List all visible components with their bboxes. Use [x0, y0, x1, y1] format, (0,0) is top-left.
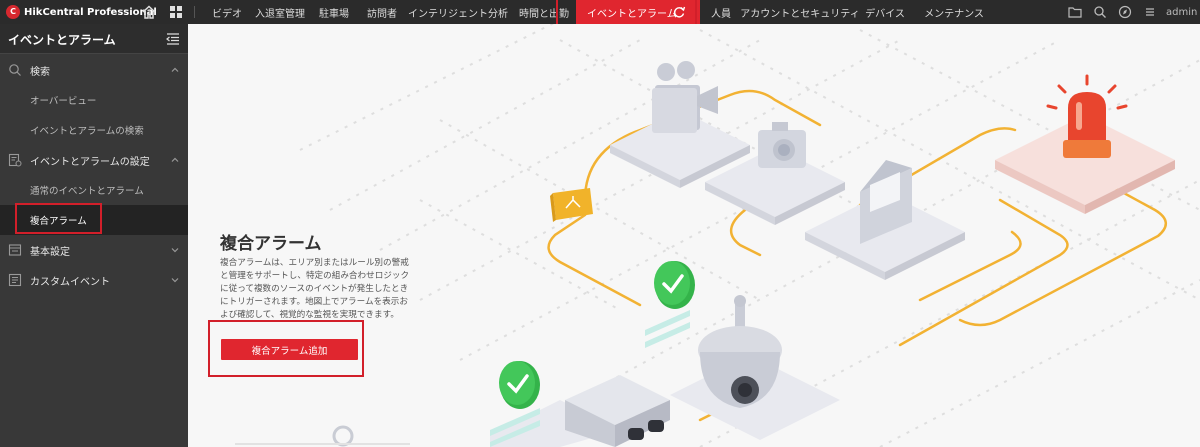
app-grid-icon[interactable] — [168, 4, 184, 20]
sidebar-item-label: 通常のイベントとアラーム — [30, 186, 144, 197]
nav-person[interactable]: 人員 — [711, 8, 731, 20]
box-camera-illustration — [565, 375, 670, 447]
sidebar-item-event-alarm-settings[interactable]: イベントとアラームの設定 — [0, 145, 188, 175]
nav-event-alarm-label: イベントとアラーム — [587, 8, 677, 20]
page-description: 複合アラームは、エリア別またはルール別の警戒と管理をサポートし、特定の組み合わせ… — [220, 258, 410, 320]
sidebar-item-search[interactable]: 検索 — [0, 55, 188, 85]
dome-camera-illustration — [698, 295, 782, 408]
collapse-sidebar-icon[interactable] — [166, 32, 180, 46]
nav-maintenance[interactable]: メンテナンス — [924, 8, 984, 20]
sidebar-item-label: 基本設定 — [30, 246, 70, 258]
nav-account-security[interactable]: アカウントとセキュリティ — [740, 8, 860, 20]
brand-name: HikCentral Professional — [24, 6, 157, 18]
nav-event-alarm[interactable]: イベントとアラーム — [576, 0, 700, 24]
sidebar-item-custom-event[interactable]: カスタムイベント — [0, 265, 188, 295]
siren-illustration — [1046, 74, 1128, 158]
nav-time-attendance[interactable]: 時間と出勤 — [519, 8, 569, 20]
sidebar-item-label: オーバービュー — [30, 96, 97, 107]
top-bar: C HikCentral Professional ビデオ 入退室管理 駐車場 … — [0, 0, 1200, 24]
sidebar-item-basic-settings[interactable]: 基本設定 — [0, 235, 188, 265]
hero-illustration — [235, 24, 1200, 447]
user-name[interactable]: admin — [1166, 6, 1198, 18]
sidebar-item-overview[interactable]: オーバービュー — [0, 85, 188, 115]
refresh-icon[interactable] — [672, 5, 686, 19]
page-title: 複合アラーム — [220, 234, 322, 254]
highlight-box-sidebar — [15, 203, 102, 234]
brand: C HikCentral Professional — [6, 0, 157, 24]
menu-icon[interactable] — [1143, 4, 1157, 20]
settings-document-icon — [8, 153, 22, 167]
nav-video[interactable]: ビデオ — [212, 8, 242, 20]
chevron-down-icon — [171, 278, 179, 283]
home-icon[interactable] — [141, 4, 157, 20]
sidebar-item-label: 検索 — [30, 66, 50, 78]
add-combined-alarm-button[interactable]: 複合アラーム追加 — [221, 339, 358, 360]
sidebar-item-event-alarm-search[interactable]: イベントとアラームの検索 — [0, 115, 188, 145]
search-icon — [9, 64, 21, 76]
chevron-down-icon — [171, 248, 179, 253]
nav-visitor[interactable]: 訪問者 — [367, 8, 397, 20]
basic-settings-icon — [8, 244, 22, 256]
sidebar-item-label: カスタムイベント — [30, 276, 110, 288]
logic-cube-illustration — [550, 188, 593, 222]
sidebar-title: イベントとアラーム — [8, 32, 116, 47]
nav-separator — [194, 6, 195, 18]
nav-parking[interactable]: 駐車場 — [319, 8, 349, 20]
nav-device[interactable]: デバイス — [865, 8, 905, 20]
sidebar-item-label: 複合アラーム — [30, 216, 87, 227]
compass-icon[interactable] — [1118, 4, 1132, 20]
sidebar-item-label: イベントとアラームの検索 — [30, 126, 144, 137]
photo-camera-illustration — [758, 122, 806, 168]
folder-icon[interactable] — [1068, 4, 1082, 20]
nav-access-control[interactable]: 入退室管理 — [255, 8, 305, 20]
sidebar-header: イベントとアラーム — [0, 24, 188, 54]
chevron-up-icon — [171, 67, 179, 72]
envelope-illustration — [860, 160, 912, 244]
search-icon[interactable] — [1093, 4, 1107, 20]
brand-logo: C — [6, 5, 20, 19]
sidebar-item-combined-alarm[interactable]: 複合アラーム — [0, 205, 188, 235]
sidebar: イベントとアラーム 検索 オーバービュー イベントとアラームの検索 イベントとア… — [0, 24, 188, 447]
chevron-up-icon — [171, 157, 179, 162]
sidebar-item-label: イベントとアラームの設定 — [30, 156, 150, 168]
sidebar-item-normal-event-alarm[interactable]: 通常のイベントとアラーム — [0, 175, 188, 205]
custom-event-icon — [8, 273, 22, 287]
highlight-box-button — [208, 320, 364, 377]
check-badge-illustration — [490, 261, 695, 447]
main-content — [188, 24, 1200, 447]
video-camera-illustration — [652, 61, 718, 133]
nav-intelligent-analysis[interactable]: インテリジェント分析 — [408, 8, 508, 20]
